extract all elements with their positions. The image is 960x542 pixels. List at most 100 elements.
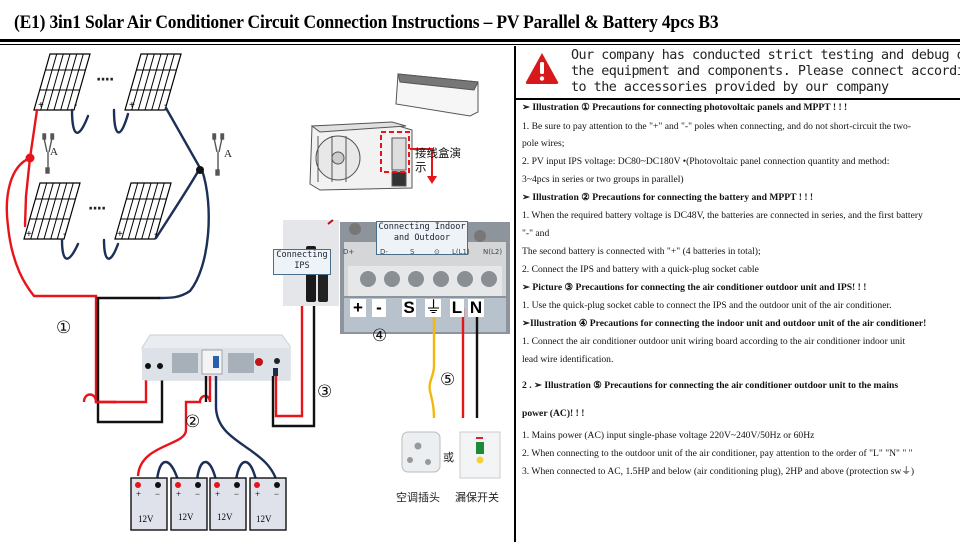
terminal-top-label: D-	[380, 248, 388, 256]
terminal-top-label: S	[410, 248, 415, 256]
panel-link-wire	[60, 238, 80, 260]
panel-link-wire	[112, 108, 130, 134]
battery-minus: −	[155, 489, 161, 499]
instruction-line: lead wire identification.	[522, 354, 614, 365]
panel-minus: -	[154, 229, 157, 240]
title-rule-thin	[0, 44, 960, 45]
terminal-live: L	[450, 298, 464, 317]
instruction-line: "-" and	[522, 228, 550, 239]
terminal-top-label: L(L1)	[452, 248, 470, 256]
more-panels-dots: ····	[88, 201, 106, 217]
instruction-line: pole wires;	[522, 138, 565, 149]
panel-plus: +	[26, 229, 32, 240]
panel-minus: -	[63, 229, 66, 240]
pv-positive-main-wire	[5, 156, 118, 404]
panel-link-wire	[70, 108, 90, 134]
ips-output-negative-wire	[271, 306, 316, 428]
connecting-ips-label: Connecting IPS	[273, 249, 331, 275]
pv-connector-label: A	[224, 148, 232, 160]
warning-triangle-icon	[525, 53, 559, 84]
instruction-line: 2. When connecting to the outdoor unit o…	[522, 448, 913, 459]
junction-arrow-icon	[427, 176, 437, 184]
instruction-heading-2: ➢ Illustration ② Precautions for connect…	[522, 192, 814, 203]
terminal-top-label: ⊙	[434, 248, 440, 256]
terminal-signal: S	[402, 298, 416, 317]
step-number-5: ⑤	[440, 370, 456, 390]
battery-link-wire	[155, 460, 180, 481]
leakage-breaker-label: 漏保开关	[455, 491, 499, 504]
terminal-neutral: N	[468, 298, 484, 317]
battery-minus: −	[234, 489, 240, 499]
leakage-breaker-photo	[459, 431, 501, 479]
instruction-heading-5-cont: power (AC)! ! !	[522, 408, 585, 419]
step-number-2: ②	[185, 412, 201, 432]
pv-positive-inverter-wire	[82, 376, 148, 404]
pv-panel	[114, 182, 172, 240]
pv-connector-label: A	[50, 146, 58, 158]
battery	[209, 477, 247, 531]
page-title: (E1) 3in1 Solar Air Conditioner Circuit …	[14, 12, 719, 33]
battery-voltage: 12V	[217, 512, 233, 522]
panel-minus: -	[164, 100, 167, 111]
battery	[170, 477, 208, 531]
terminal-top-label: D+	[343, 248, 355, 256]
battery	[130, 477, 168, 531]
instruction-line: The second battery is connected with "+"…	[522, 246, 761, 257]
connecting-indoor-outdoor-label: Connecting Indoor and Outdoor	[376, 221, 468, 255]
instruction-line: 3. When connected to AC, 1.5HP and below…	[522, 466, 915, 477]
battery-negative-wire	[214, 376, 280, 487]
more-panels-dots: ····	[96, 72, 114, 88]
or-label: 或	[443, 451, 454, 464]
battery-voltage: 12V	[256, 514, 272, 524]
warning-line: to the accessories provided by our compa…	[571, 80, 889, 95]
instructions-panel: Our company has conducted strict testing…	[516, 46, 960, 542]
battery-voltage: 12V	[178, 512, 194, 522]
battery-voltage: 12V	[138, 514, 154, 524]
pv-positive-junction	[25, 153, 35, 163]
instruction-heading-1: ➢ Illustration ① Precautions for connect…	[522, 102, 848, 113]
outdoor-ac-unit	[309, 121, 413, 191]
pv-negative-wire	[164, 106, 202, 170]
panel-link-wire	[102, 238, 120, 260]
pv-positive-wire	[23, 108, 39, 228]
y-connector-icon	[212, 133, 225, 176]
instruction-heading-4: ➢Illustration ④ Precautions for connecti…	[522, 318, 927, 329]
step-number-4: ④	[372, 326, 388, 346]
indoor-ac-unit	[395, 73, 479, 117]
battery-link-wire	[195, 460, 218, 481]
pv-negative-junction	[196, 166, 204, 174]
ac-plug-photo	[401, 431, 441, 473]
battery-plus: +	[215, 489, 221, 499]
battery-plus: +	[255, 489, 261, 499]
wiring-diagram: + - + - + - + -	[0, 46, 514, 542]
pv-negative-main-wire	[158, 168, 210, 300]
battery-link-wire	[234, 460, 258, 481]
instruction-heading-3: ➢ Picture ③ Precautions for connecting t…	[522, 282, 867, 293]
step-number-1: ①	[56, 318, 72, 338]
panel-plus: +	[117, 229, 123, 240]
junction-box-highlight	[380, 131, 410, 173]
instruction-line: 2. PV input IPS voltage: DC80~DC180V •(P…	[522, 156, 890, 167]
battery-minus: −	[274, 489, 280, 499]
panel-minus: -	[74, 100, 77, 111]
title-rule	[0, 39, 960, 42]
ground-wire	[428, 308, 436, 419]
ips-inverter	[141, 334, 291, 381]
instruction-line: 1. Mains power (AC) input single-phase v…	[522, 430, 815, 441]
warning-line: the equipment and components. Please con…	[571, 64, 960, 79]
junction-arrow-line	[410, 148, 433, 176]
step-number-3: ③	[317, 382, 333, 402]
column-divider	[514, 46, 516, 542]
terminal-top-label: N(L2)	[483, 248, 503, 256]
junction-box-label: 接线盒演示	[415, 146, 461, 174]
panel-plus: +	[129, 100, 135, 111]
ac-plug-label: 空调插头	[396, 491, 440, 504]
battery-minus: −	[195, 489, 201, 499]
panel-plus: +	[38, 100, 44, 111]
warning-text: Our company has conducted strict testing…	[571, 48, 960, 96]
pv-negative-inverter-wire	[96, 296, 164, 424]
warning-banner: Our company has conducted strict testing…	[516, 46, 960, 100]
terminal-ground: ⏚	[425, 298, 442, 317]
instruction-line: 1. Use the quick-plug socket cable to co…	[522, 300, 892, 311]
pv-panel	[23, 182, 81, 240]
